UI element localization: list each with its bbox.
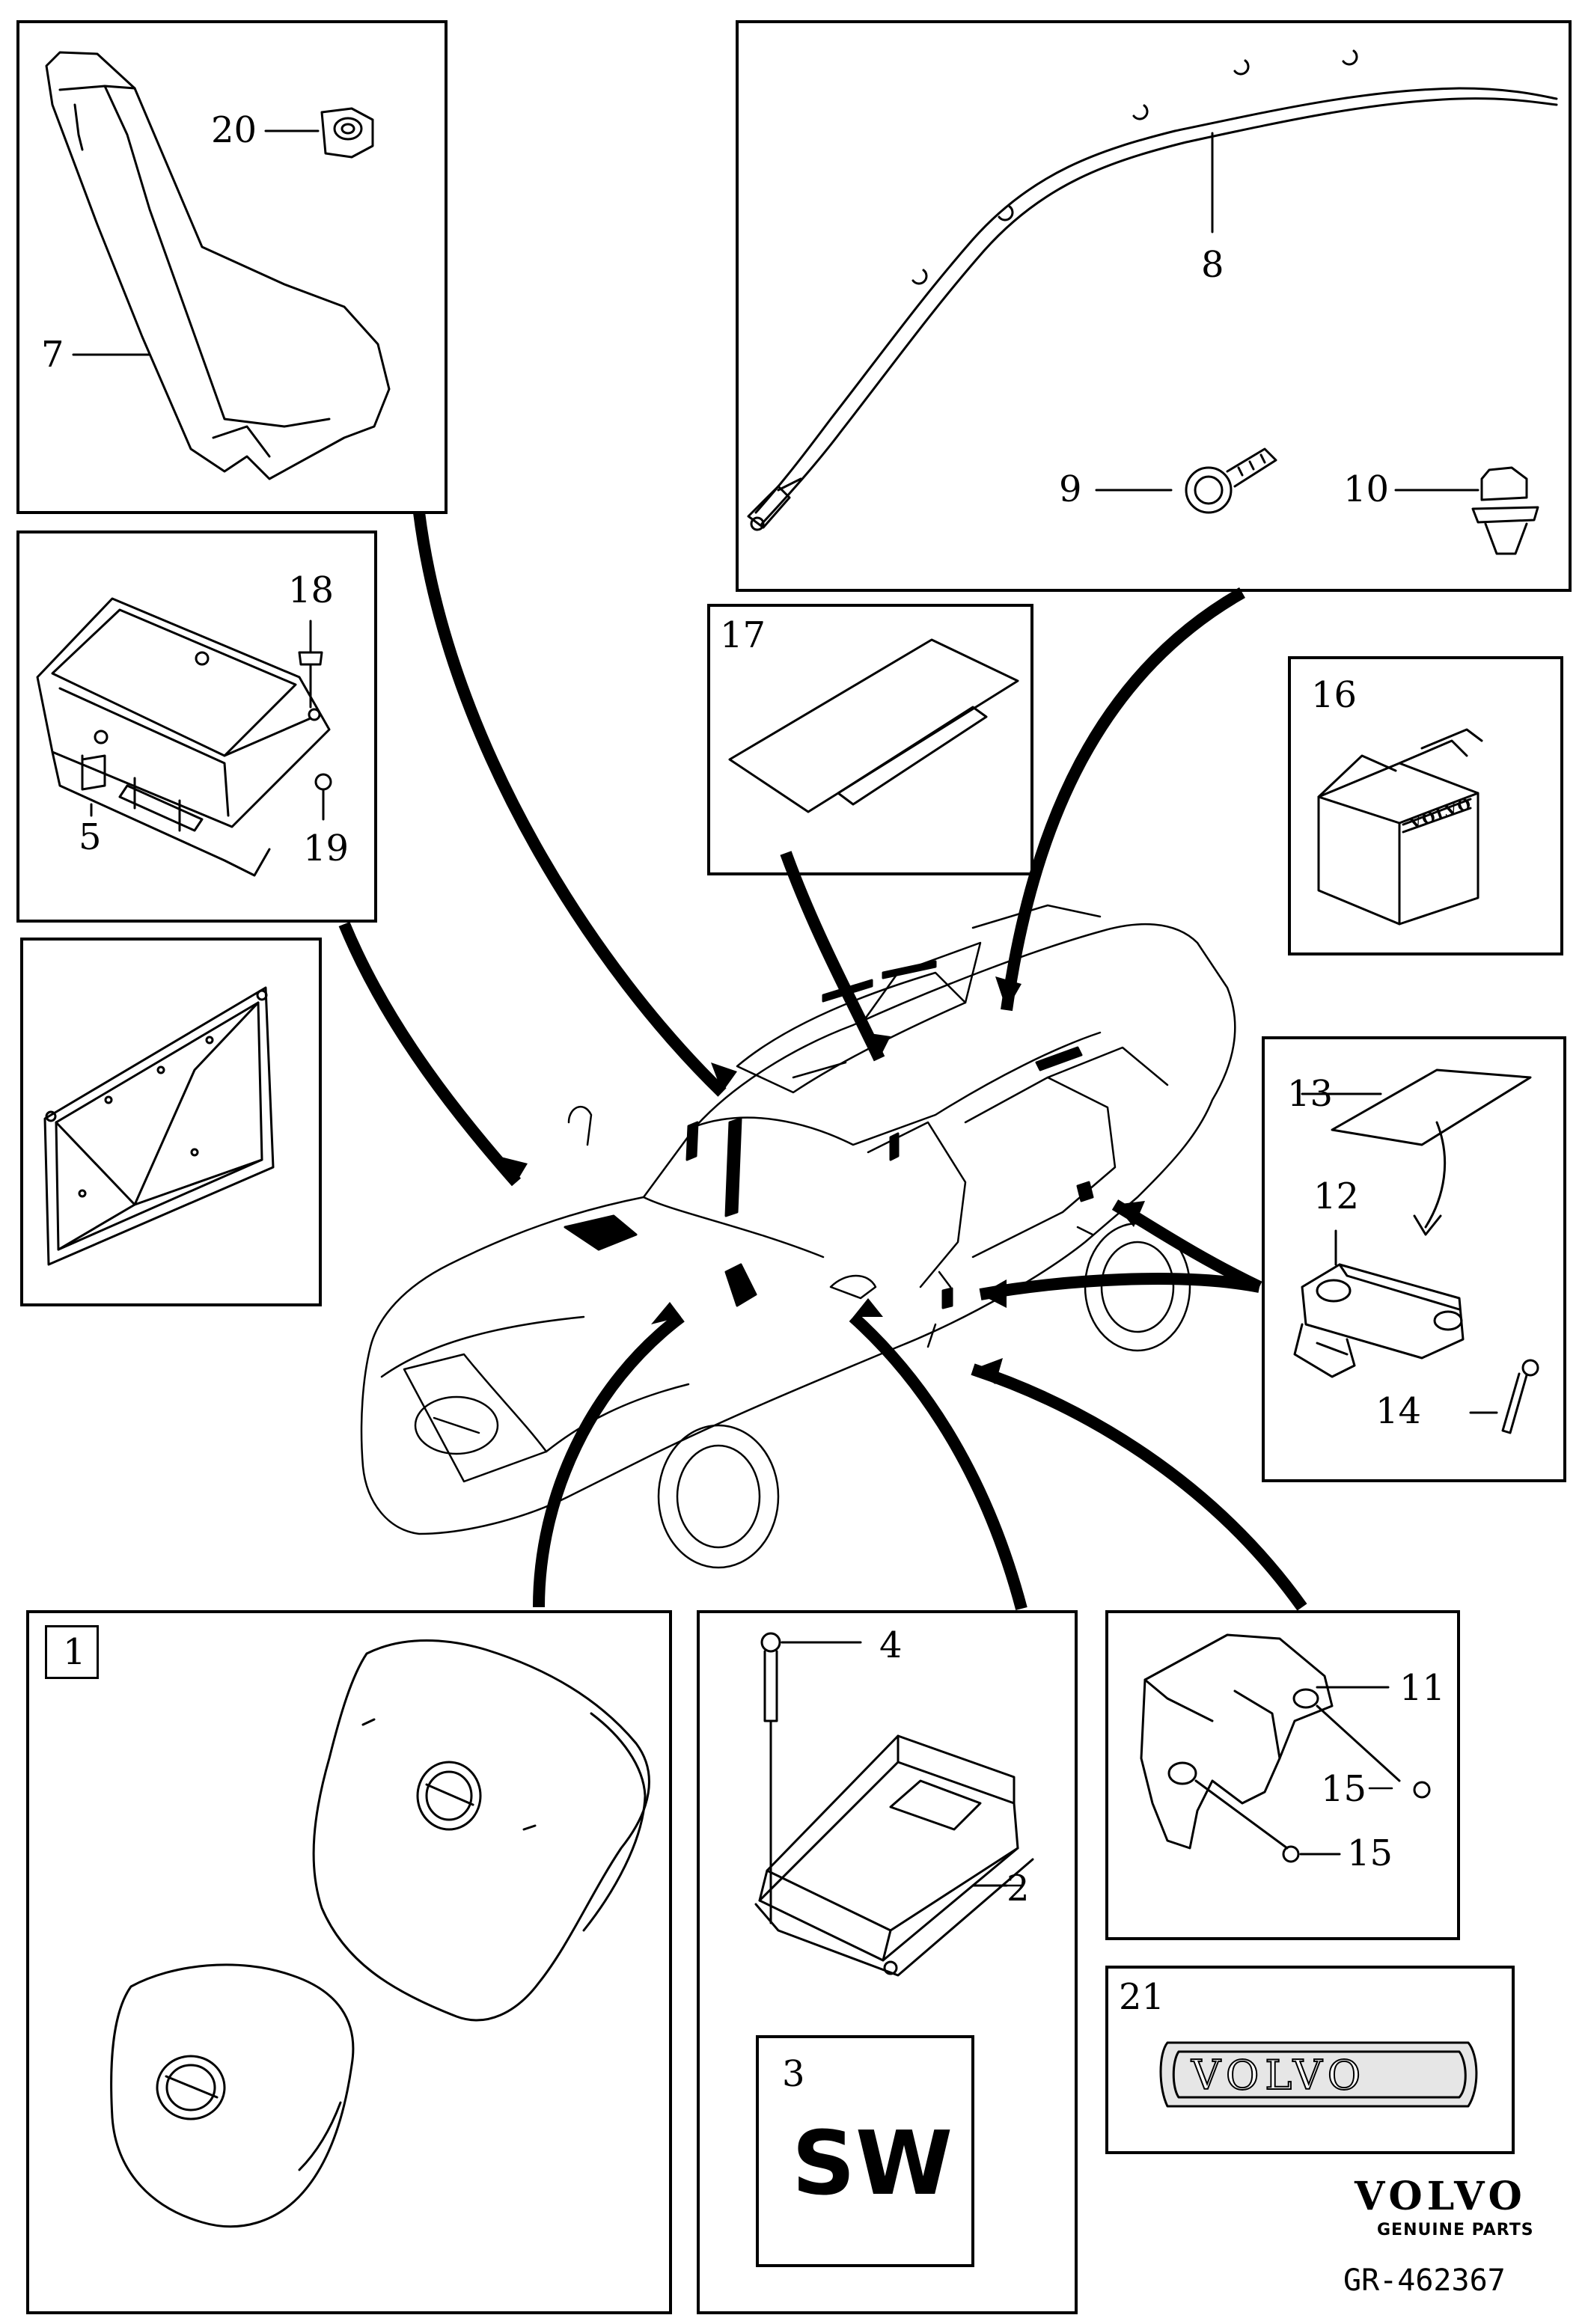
callout-9: 9 <box>1059 468 1082 510</box>
steering-airbag-large-drawing <box>312 1639 650 2022</box>
panel-crash-sensor <box>1262 1036 1566 1482</box>
callout-18: 18 <box>288 569 335 611</box>
callout-20: 20 <box>211 109 257 151</box>
panel-steering-airbag <box>26 1610 672 2314</box>
arrowheads <box>498 976 1145 1384</box>
callout-2: 2 <box>1007 1868 1030 1909</box>
panel-passenger-airbag <box>16 530 377 923</box>
callout-19: 19 <box>303 828 349 869</box>
bolt-drawing <box>1095 447 1277 514</box>
footer-reference: GR-462367 <box>1343 2263 1506 2298</box>
callout-3: 3 <box>782 2053 805 2095</box>
callout-21: 21 <box>1119 1976 1165 2018</box>
panel-curtain-airbag <box>736 20 1572 592</box>
leader-lines <box>990 1686 1393 1887</box>
dash-side-cover-drawing <box>45 51 391 480</box>
screw-18-drawing <box>298 620 323 709</box>
vehicle-drawing <box>360 904 1236 1569</box>
crash-sensor-drawing <box>1293 1229 1465 1378</box>
callout-15-upper: 15 <box>1321 1768 1367 1810</box>
vehicle-highlights <box>564 960 1094 1309</box>
footer-subtitle: GENUINE PARTS <box>1377 2221 1534 2239</box>
callout-10: 10 <box>1343 468 1390 510</box>
callout-11: 11 <box>1399 1667 1446 1709</box>
emblem-plate-drawing <box>1159 2041 1478 2108</box>
callout-15-lower: 15 <box>1347 1832 1393 1874</box>
panel-side-sensor <box>1105 1610 1460 1940</box>
steering-airbag-small-drawing <box>110 1963 355 2228</box>
callout-16: 16 <box>1311 674 1358 716</box>
software-tag-box <box>756 2035 974 2267</box>
emblem-text: VOLVO <box>1191 2051 1367 2100</box>
clip-nut-drawing <box>264 107 374 159</box>
callout-7: 7 <box>41 334 64 376</box>
software-tag-text: SW <box>792 2112 953 2215</box>
passenger-airbag-drawing <box>36 597 331 877</box>
callout-1-box <box>45 1625 99 1679</box>
footer-brand: VOLVO <box>1355 2174 1527 2219</box>
callout-5: 5 <box>79 816 102 858</box>
adhesive-pad-drawing <box>1301 1068 1532 1236</box>
callout-4: 4 <box>879 1624 903 1666</box>
screw-15a-drawing <box>1316 1704 1431 1799</box>
label-sheet-drawing <box>728 638 1019 813</box>
push-clip-drawing <box>1394 466 1539 555</box>
screw-4-drawing <box>760 1632 862 1924</box>
side-sensor-drawing <box>1140 1633 1390 1850</box>
callout-17: 17 <box>720 614 766 656</box>
service-box-drawing <box>1317 728 1483 926</box>
panel-service-box <box>1288 656 1563 955</box>
screw-15b-drawing <box>1194 1779 1341 1863</box>
curtain-airbag-drawing <box>747 49 1558 531</box>
callout-14: 14 <box>1375 1390 1422 1432</box>
nut-19-drawing <box>314 773 332 821</box>
bracket-drawing <box>43 986 275 1266</box>
callout-1: 1 <box>63 1631 86 1673</box>
callout-8: 8 <box>1201 244 1224 286</box>
control-module-drawing <box>754 1734 1034 1977</box>
callout-12: 12 <box>1313 1175 1360 1217</box>
callout-13: 13 <box>1287 1073 1334 1115</box>
screw-14-drawing <box>1469 1359 1539 1434</box>
